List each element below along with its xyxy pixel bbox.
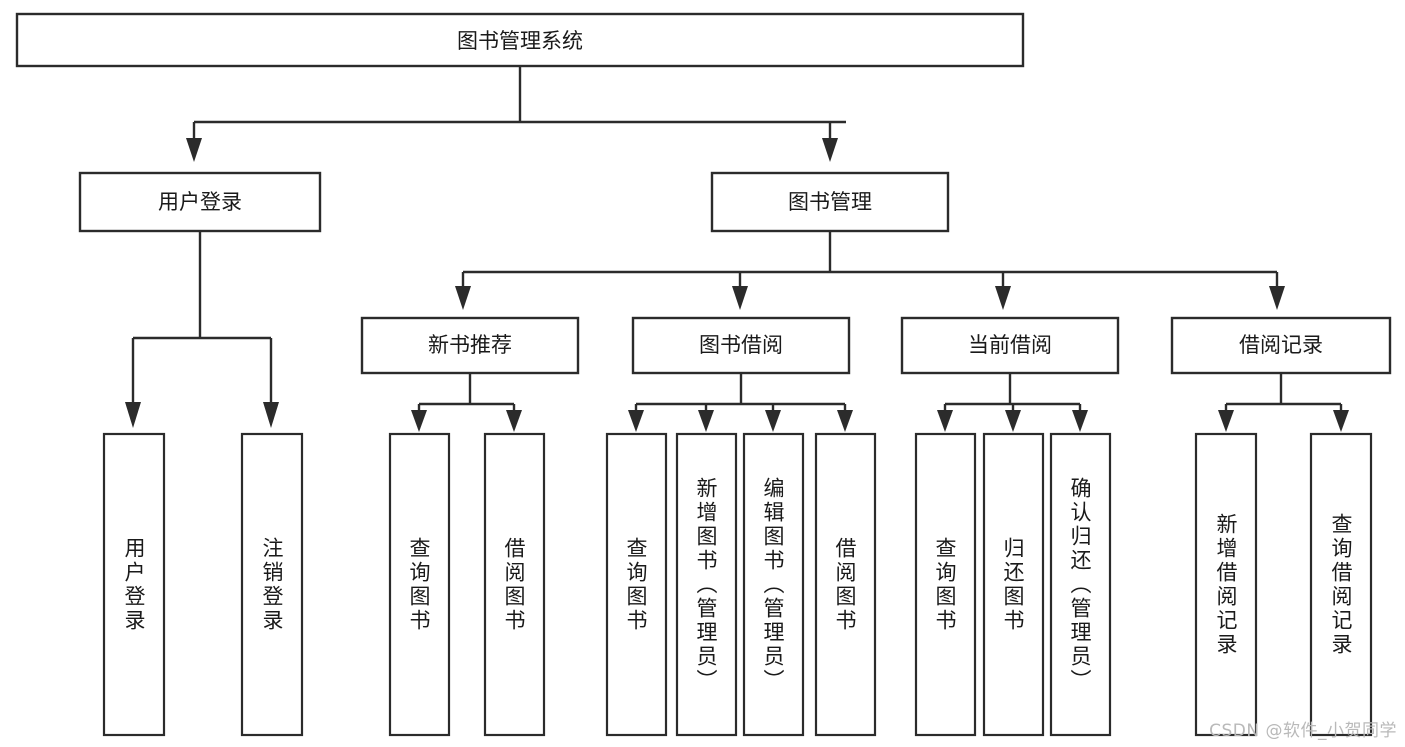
leaf-br-query-record-box[interactable] [1309,432,1373,737]
node-book-management[interactable]: 图书管理 [710,171,950,233]
arrow-head-leaf-bb-borrow [837,410,853,432]
leaf-bb-borrow-book-box[interactable] [814,432,877,737]
arrow-head-user-login [186,138,202,162]
leaf-cb-query-book-label: 查询图书 [933,537,957,633]
connector-group-current-borrow [937,373,1088,432]
leaf-nbr-borrow-book-box[interactable] [483,432,546,737]
leaf-cb-confirm-return-label: 确认归还（管理员） [1068,477,1092,693]
leaf-br-add-record[interactable]: 新增借阅记录 [1194,432,1258,737]
leaf-nbr-query-book-label: 查询图书 [407,537,431,633]
arrow-head-leaf-bb-query [628,410,644,432]
node-book-borrow-label: 图书借阅 [699,333,783,357]
node-new-book-recommend-label: 新书推荐 [428,333,512,357]
leaf-logout-box[interactable] [240,432,304,737]
connector-group-borrow-record [1218,373,1349,432]
node-new-book-recommend-box[interactable] [360,316,580,375]
arrow-head-leaf-nbr-query [411,410,427,432]
leaf-cb-return-book-box[interactable] [982,432,1045,737]
node-user-login-label: 用户登录 [158,190,242,214]
leaf-bb-edit-book-label: 编辑图书（管理员） [761,477,785,693]
leaf-nbr-query-book-box[interactable] [388,432,451,737]
arrow-head-current-borrow [995,286,1011,310]
leaf-cb-confirm-return-box[interactable] [1049,432,1112,737]
node-new-book-recommend[interactable]: 新书推荐 [360,316,580,375]
leaf-cb-return-book[interactable]: 归还图书 [982,432,1045,737]
leaf-bb-borrow-book[interactable]: 借阅图书 [814,432,877,737]
node-borrow-record-box[interactable] [1170,316,1392,375]
csdn-watermark: CSDN @软件_小贺同学 [1209,721,1397,741]
leaf-bb-query-book-label: 查询图书 [624,537,648,633]
leaf-logout-label: 注销登录 [260,537,284,633]
node-root-box[interactable] [15,12,1025,68]
leaf-br-query-record-label: 查询借阅记录 [1329,513,1353,657]
arrow-head-book-mgmt [822,138,838,162]
node-current-borrow-box[interactable] [900,316,1120,375]
arrow-head-leaf-cb-return [1005,410,1021,432]
node-current-borrow-label: 当前借阅 [968,333,1052,357]
arrow-head-book-borrow [732,286,748,310]
leaf-br-add-record-box[interactable] [1194,432,1258,737]
node-book-borrow[interactable]: 图书借阅 [631,316,851,375]
node-borrow-record-label: 借阅记录 [1239,333,1323,357]
leaf-cb-return-book-label: 归还图书 [1001,537,1025,633]
leaf-nbr-query-book[interactable]: 查询图书 [388,432,451,737]
leaf-bb-edit-book-box[interactable] [742,432,805,737]
leaf-user-login[interactable]: 用户登录 [102,432,166,737]
leaf-nbr-borrow-book-label: 借阅图书 [502,537,526,633]
leaf-bb-borrow-book-label: 借阅图书 [833,537,857,633]
leaf-br-query-record[interactable]: 查询借阅记录 [1309,432,1373,737]
arrow-head-leaf-user-login [125,402,141,428]
arrow-head-leaf-br-query [1333,410,1349,432]
connector-group-book-management [455,231,1285,310]
leaf-logout[interactable]: 注销登录 [240,432,304,737]
connector-group-root [186,66,846,162]
leaf-cb-query-book[interactable]: 查询图书 [914,432,977,737]
leaf-cb-confirm-return[interactable]: 确认归还（管理员） [1049,432,1112,737]
leaf-bb-edit-book[interactable]: 编辑图书（管理员） [742,432,805,737]
arrow-head-leaf-cb-confirm [1072,410,1088,432]
arrow-head-leaf-br-add [1218,410,1234,432]
node-user-login[interactable]: 用户登录 [78,171,322,233]
leaf-user-login-label: 用户登录 [122,537,146,633]
node-root[interactable]: 图书管理系统 [15,12,1025,68]
node-current-borrow[interactable]: 当前借阅 [900,316,1120,375]
node-book-management-box[interactable] [710,171,950,233]
leaf-bb-add-book-label: 新增图书（管理员） [694,477,718,693]
leaf-bb-query-book[interactable]: 查询图书 [605,432,668,737]
arrow-head-borrow-record [1269,286,1285,310]
leaf-cb-query-book-box[interactable] [914,432,977,737]
connector-group-user-login [125,231,279,428]
leaf-bb-add-book-box[interactable] [675,432,738,737]
leaf-bb-add-book[interactable]: 新增图书（管理员） [675,432,738,737]
connector-group-book-borrow [628,373,853,432]
node-borrow-record[interactable]: 借阅记录 [1170,316,1392,375]
arrow-head-leaf-bb-edit [765,410,781,432]
arrow-head-leaf-logout [263,402,279,428]
leaf-nbr-borrow-book[interactable]: 借阅图书 [483,432,546,737]
leaf-br-add-record-label: 新增借阅记录 [1214,513,1238,657]
arrow-head-leaf-cb-query [937,410,953,432]
arrow-head-leaf-bb-add [698,410,714,432]
node-book-borrow-box[interactable] [631,316,851,375]
leaf-bb-query-book-box[interactable] [605,432,668,737]
arrow-head-new-book-rec [455,286,471,310]
leaf-user-login-box[interactable] [102,432,166,737]
connector-group-new-book-recommend [411,373,522,432]
arrow-head-leaf-nbr-borrow [506,410,522,432]
node-book-management-label: 图书管理 [788,190,872,214]
node-root-label: 图书管理系统 [457,29,583,53]
